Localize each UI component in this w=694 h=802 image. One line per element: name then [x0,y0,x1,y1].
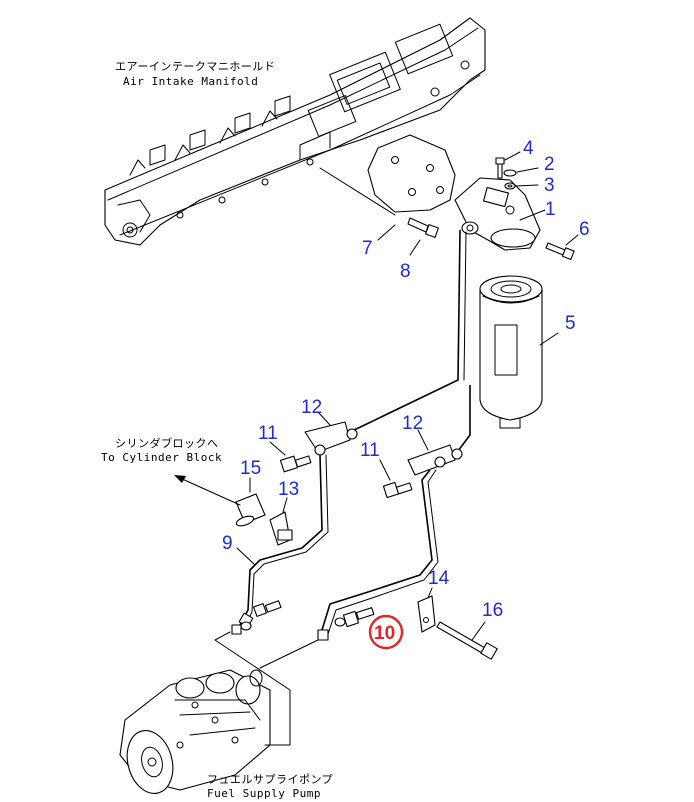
leader-9 [236,547,256,566]
callout-7[interactable]: 7 [362,238,373,259]
hose-to-joint-left [349,229,461,433]
callout-4[interactable]: 4 [523,138,534,159]
joint-part-12-left[interactable] [304,421,358,456]
washer-part-2[interactable] [503,169,517,177]
fitting-nuts-right[interactable] [317,607,375,641]
callout-14[interactable]: 14 [428,568,450,589]
cylinder-label-en: To Cylinder Block [101,451,222,464]
bracket-part-14[interactable] [417,595,436,633]
air-intake-manifold[interactable] [104,17,486,246]
leader-1 [519,209,546,221]
callout-11-right[interactable]: 11 [360,440,380,461]
callout-12-left[interactable]: 12 [301,397,322,418]
callout-6[interactable]: 6 [579,219,590,240]
leader-8 [409,239,421,256]
pipe-part-10[interactable] [321,469,439,635]
hose-to-joint-right [454,385,471,456]
filter-head-part-1[interactable] [454,177,541,251]
fuel-filter-part-5[interactable] [479,275,543,429]
bolt-part-16[interactable] [436,621,498,660]
leader-12-right [417,429,429,451]
callout-1[interactable]: 1 [545,199,556,220]
leader-16 [471,621,486,641]
hose-to-joint-left-edge [463,231,467,381]
leader-3 [515,184,539,187]
manifold-label-jp: エアーインテークマニホールド [115,60,275,73]
joint-part-12-right[interactable] [407,444,463,476]
manifold-leader-line [319,167,396,216]
leader-11-right [379,459,391,481]
leader-5 [539,332,559,346]
leader-14 [427,587,433,599]
callout-15[interactable]: 15 [240,458,261,479]
callout-10[interactable]: 10 [374,623,395,644]
bolt-part-6[interactable] [545,242,575,261]
highlight-circle [368,614,404,650]
fuel-supply-pump[interactable] [119,669,291,799]
bolt-part-11-left[interactable] [279,455,312,473]
leader-6 [565,234,579,246]
callout-2[interactable]: 2 [544,154,555,175]
leader-13 [282,497,288,513]
callout-12-right[interactable]: 12 [402,413,423,434]
manifold-label-en: Air Intake Manifold [123,75,258,88]
callout-5[interactable]: 5 [565,313,576,334]
leader-7 [377,224,396,241]
bolt-part-11-right[interactable] [382,481,413,499]
callout-10-highlight[interactable]: 10 [368,614,404,650]
callout-8[interactable]: 8 [400,261,411,282]
guide-line-right [259,639,319,669]
leader-4 [504,151,521,161]
callout-16[interactable]: 16 [482,600,503,621]
leader-2 [516,167,539,173]
clamp-part-13[interactable] [269,511,293,546]
callout-3[interactable]: 3 [544,175,555,196]
arrow-to-cylinder-block [174,475,241,506]
bolt-part-8[interactable] [407,217,439,238]
leader-12-left [317,411,331,426]
fitting-nuts-left[interactable] [231,600,282,635]
callout-9[interactable]: 9 [222,533,233,554]
pump-label-en: Fuel Supply Pump [207,787,321,800]
plug-part-15[interactable] [235,493,266,528]
cylinder-label-jp: シリンダブロックへ [115,436,219,450]
leader-11-left [269,441,286,456]
callout-13[interactable]: 13 [278,479,299,500]
pump-label-jp: フュエルサプライポンプ [207,773,333,786]
bracket-part-7[interactable] [367,134,456,213]
guide-line-left [214,631,291,691]
bolt-part-4[interactable] [495,157,505,179]
washer-part-3[interactable] [504,182,516,190]
callout-11-left[interactable]: 11 [258,423,278,444]
